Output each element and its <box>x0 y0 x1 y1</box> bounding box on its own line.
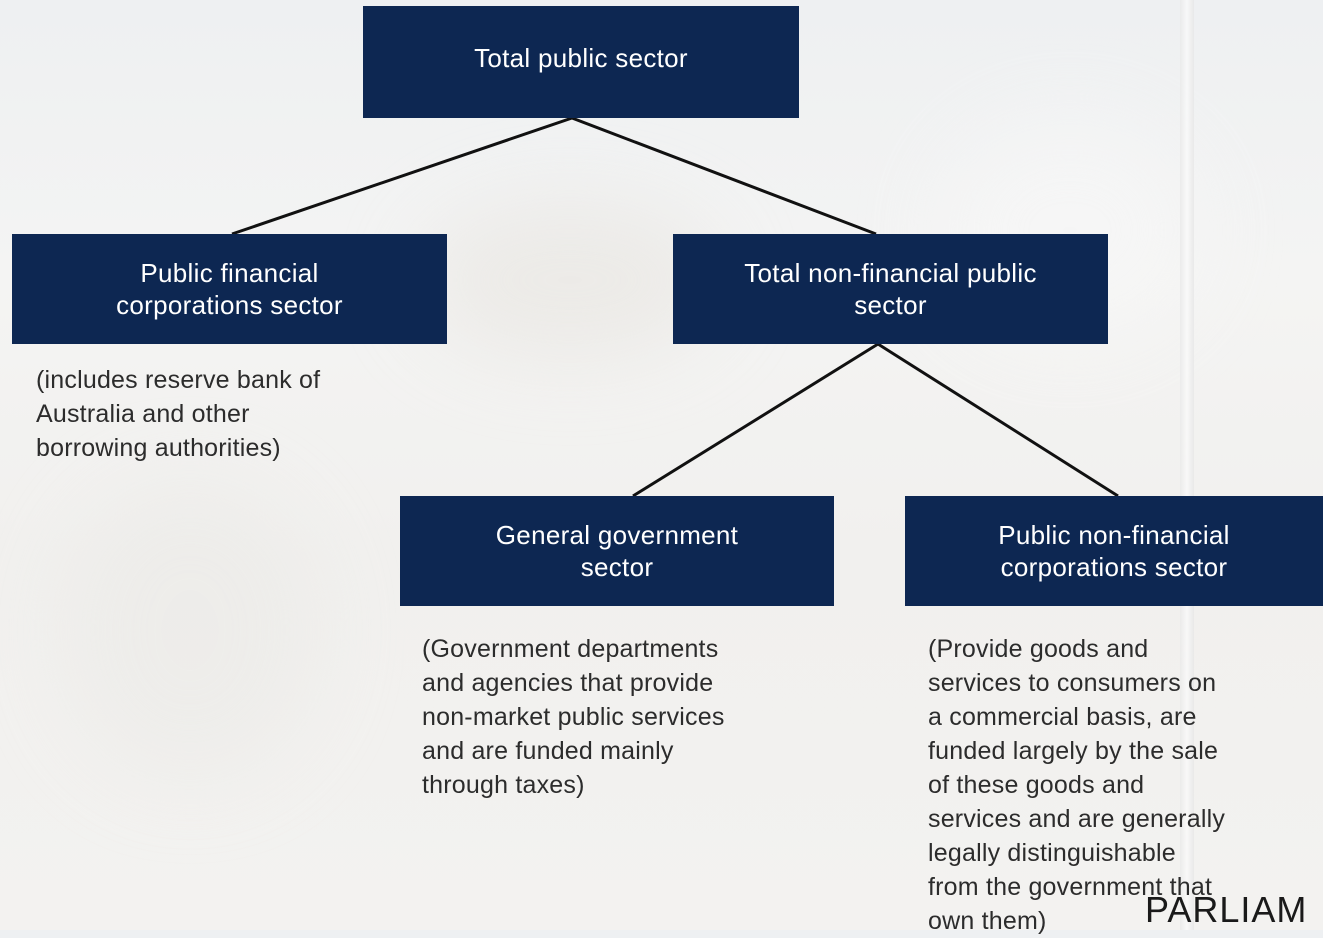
connector-root-to-tnfp <box>571 116 877 236</box>
public-non-financial-corporations-label-line1: Public non-financial <box>998 520 1230 550</box>
general-government-sector-label-line2: sector <box>580 552 654 582</box>
total-public-sector-label: Total public sector <box>474 43 688 73</box>
background-pillar <box>1180 0 1194 930</box>
general-government-sector-box: General government sector <box>400 496 834 606</box>
public-financial-corporations-label-line1: Public financial <box>140 258 319 288</box>
public-financial-corporations-note: (includes reserve bank of Australia and … <box>36 366 321 462</box>
total-non-financial-public-sector-label-line2: sector <box>854 290 927 320</box>
public-non-financial-corporations-note: (Provide goods and services to consumers… <box>928 635 1226 935</box>
public-non-financial-corporations-box: Public non-financial corporations sector <box>905 496 1323 606</box>
connector-root-to-pfc <box>231 116 573 236</box>
public-non-financial-corporations-label-line2: corporations sector <box>1000 552 1228 582</box>
general-government-sector-label-line1: General government <box>495 520 739 550</box>
total-non-financial-public-sector-label-line1: Total non-financial public <box>744 258 1037 288</box>
background-blob <box>60 480 320 780</box>
general-government-sector-note: (Government departments and agencies tha… <box>422 635 725 799</box>
watermark-text: PARLIAM <box>1145 889 1308 930</box>
connector-tnfp-to-pnfc <box>877 342 1119 498</box>
public-financial-corporations-label-line2: corporations sector <box>116 290 343 320</box>
public-financial-corporations-box: Public financial corporations sector <box>12 234 447 344</box>
background-blob <box>420 200 720 360</box>
total-public-sector-box: Total public sector <box>363 6 799 118</box>
connector-tnfp-to-gg <box>632 342 879 498</box>
total-non-financial-public-sector-box: Total non-financial public sector <box>673 234 1108 344</box>
